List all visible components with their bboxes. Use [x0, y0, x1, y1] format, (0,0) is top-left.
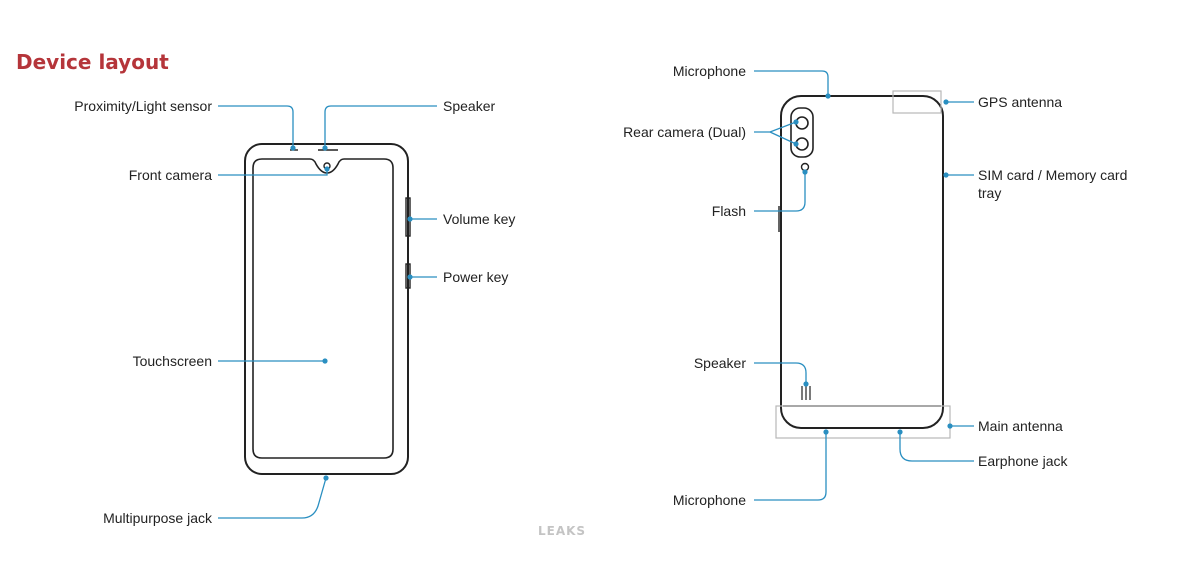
camera-module — [790, 107, 814, 158]
gps-antenna-area — [892, 90, 942, 114]
label-earphone-jack: Earphone jack — [978, 453, 1068, 469]
label-microphone-top: Microphone — [672, 63, 746, 79]
page-title: Device layout — [16, 50, 169, 74]
label-back-speaker: Speaker — [693, 355, 746, 371]
label-proximity-sensor: Proximity/Light sensor — [74, 98, 212, 114]
leader-rear-camera — [754, 121, 797, 145]
back-speaker-grille — [801, 386, 811, 400]
front-phone — [244, 143, 411, 475]
label-volume-key: Volume key — [443, 211, 516, 227]
leader-earphone — [899, 432, 974, 462]
leader-front-speaker — [324, 105, 437, 148]
label-multipurpose-jack: Multipurpose jack — [103, 510, 212, 526]
label-front-camera: Front camera — [128, 167, 212, 183]
label-touchscreen: Touchscreen — [132, 353, 212, 369]
leader-back-speaker — [754, 362, 807, 384]
watermark: LEAKS — [538, 524, 587, 538]
label-front-speaker: Speaker — [443, 98, 496, 114]
back-phone — [778, 95, 944, 429]
leader-mic-top — [754, 70, 829, 96]
label-sim-tray: SIM card / Memory card tray — [978, 167, 1128, 201]
leader-flash — [754, 172, 806, 212]
label-rear-camera: Rear camera (Dual) — [623, 124, 746, 140]
label-gps-antenna: GPS antenna — [978, 94, 1063, 110]
label-main-antenna: Main antenna — [978, 418, 1063, 434]
leader-proximity — [218, 105, 294, 148]
back-phone-body — [780, 95, 944, 429]
leader-lines — [218, 70, 974, 519]
label-microphone-bottom: Microphone — [672, 492, 746, 508]
main-antenna-area — [775, 405, 951, 439]
label-power-key: Power key — [443, 269, 509, 285]
leader-mic-bottom — [754, 432, 827, 501]
front-screen — [252, 158, 394, 459]
leader-dots — [290, 93, 953, 481]
label-flash: Flash — [711, 203, 746, 219]
leader-front-camera — [218, 169, 328, 176]
front-phone-body — [244, 143, 409, 475]
leader-multipurpose — [218, 477, 327, 519]
